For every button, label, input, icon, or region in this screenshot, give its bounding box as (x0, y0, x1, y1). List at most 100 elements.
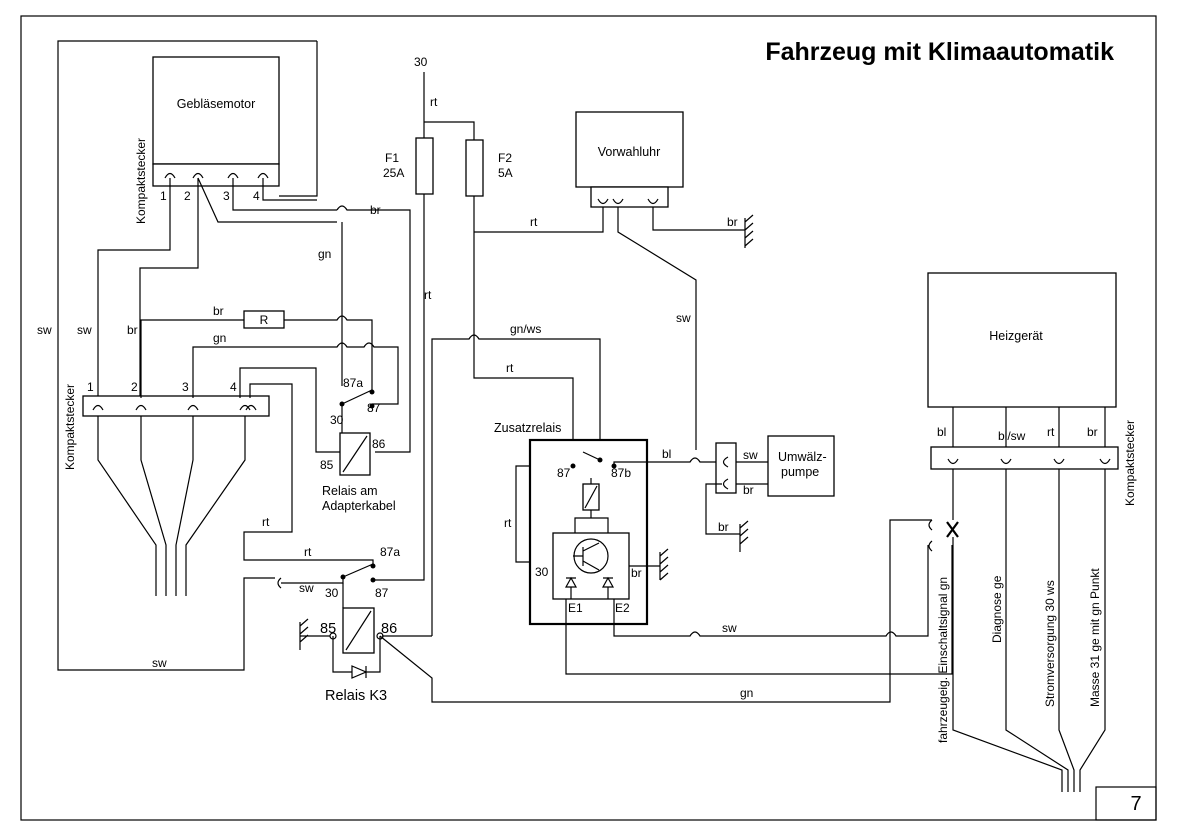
lower-pin-2: 2 (131, 380, 138, 394)
wire-br-to-resistor (140, 319, 244, 398)
harness-wire-3 (175, 416, 194, 596)
wire-rt-f1-to-87 (373, 194, 425, 581)
label-blsw-heater: bl/sw (998, 429, 1026, 443)
heater-connector-label: Kompaktstecker (1123, 420, 1137, 506)
label-sw-bottom: sw (152, 656, 167, 670)
page-frame (20, 15, 1157, 821)
wire-sw-pin1 (97, 178, 171, 398)
lower-pin-3-contact (187, 404, 199, 411)
label-sw-outer: sw (37, 323, 52, 337)
wire-br-pin3 (232, 178, 337, 211)
k3-30: 30 (325, 586, 339, 600)
blower-pin-4-contact (257, 172, 269, 179)
label-sw-30: sw (299, 581, 314, 595)
zusatzrelais-e1: E1 (568, 601, 583, 615)
blower-pin-3-contact (227, 172, 239, 179)
blower-connector-label: Kompaktstecker (134, 138, 148, 224)
relay-adapter-label-1: Relais am (322, 484, 378, 498)
wire-pin4-to-85 (239, 367, 340, 453)
label-br-heater: br (1087, 425, 1098, 439)
wire-rt-to-k3 (243, 383, 293, 561)
label-gnws: gn/ws (510, 322, 541, 336)
blower-pin-4: 4 (253, 189, 260, 203)
harness-wire-2 (140, 416, 167, 596)
wire-gn-e1 (565, 545, 953, 675)
blower-pin-1-contact (164, 172, 176, 179)
zusatzrelais-87b: 87b (611, 466, 631, 480)
signal-einschalt: fahrzeugeig. Einschaltsignal gn (936, 577, 950, 743)
blower-motor-label: Gebläsemotor (177, 97, 256, 111)
fuse-f1-name: F1 (385, 151, 399, 165)
pump-connector (715, 442, 737, 494)
label-rt-heater: rt (1047, 425, 1055, 439)
page-number: 7 (1130, 793, 1141, 815)
label-rt-f1: rt (424, 288, 432, 302)
lower-pin-4: 4 (230, 380, 237, 394)
label-sw-pin1: sw (77, 323, 92, 337)
zusatzrelais-30: 30 (535, 565, 549, 579)
harness-wire-4 (185, 416, 246, 596)
lower-pin-1: 1 (87, 380, 94, 394)
fuse-f2-name: F2 (498, 151, 512, 165)
heater-join-mark (946, 521, 959, 538)
wire-sw-vorwahl (617, 207, 697, 450)
wire-rt-to-vorwahluhr (474, 207, 604, 233)
k3-87: 87 (375, 586, 389, 600)
label-bl: bl (662, 447, 671, 461)
lower-pin-4-contact-b (245, 404, 257, 411)
blower-pin-2: 2 (184, 189, 191, 203)
harness-wire-1 (97, 416, 157, 596)
label-rt-30: rt (430, 95, 438, 109)
label-br-vorwahl: br (727, 215, 738, 229)
relay-adapter-86: 86 (372, 437, 386, 451)
vorwahluhr-label: Vorwahluhr (598, 145, 661, 159)
label-gn-pin3: gn (213, 331, 226, 345)
lower-pin-2-contact (135, 404, 147, 411)
terminal-30-top: 30 (414, 55, 428, 69)
wire-gn-k3-heater (379, 519, 932, 703)
label-br-top: br (370, 203, 381, 217)
label-br-resistor: br (213, 304, 224, 318)
wire-br-to-86 (336, 205, 411, 453)
page-title: Fahrzeug mit Klimaautomatik (765, 38, 1114, 66)
wire-br-pump-ground (705, 483, 740, 535)
wire-resistor-to-87a (284, 315, 373, 392)
ground-vorwahl (744, 214, 754, 248)
relay-adapter-30: 30 (330, 413, 344, 427)
lower-pin-1-contact (92, 404, 104, 411)
fuse-f1 (415, 137, 434, 195)
ground-pump (739, 520, 749, 552)
pump-label-1: Umwälz- (778, 450, 827, 464)
heater-label: Heizgerät (989, 329, 1043, 343)
zusatzrelais-87: 87 (557, 466, 571, 480)
heater-lead-2 (1005, 469, 1069, 792)
label-sw-pump: sw (743, 448, 758, 462)
k3-87a: 87a (380, 545, 400, 559)
blower-pin-2-contact (192, 172, 204, 179)
relay-adapter-label-2: Adapterkabel (322, 499, 396, 513)
zusatzrelais-switch (582, 451, 601, 461)
label-br-pin2: br (127, 323, 138, 337)
k3-label: Relais K3 (325, 688, 387, 704)
ground-zusatz (629, 548, 669, 581)
label-rt-f2: rt (506, 361, 514, 375)
pump-label-2: pumpe (781, 465, 819, 479)
blower-connector-strip (152, 163, 280, 187)
fuse-f2-rating: 5A (498, 166, 513, 180)
relay-adapter-87a: 87a (343, 376, 363, 390)
label-br-zusatz: br (631, 566, 642, 580)
wire-sw-blower-top (279, 41, 318, 197)
label-br-pumpground: br (718, 520, 729, 534)
wire-bl (613, 457, 722, 466)
relay-adapter-87: 87 (367, 401, 381, 415)
k3-86: 86 (381, 621, 397, 637)
label-rt-k3: rt (262, 515, 270, 529)
signal-stromversorgung: Stromversorgung 30 ws (1043, 580, 1057, 707)
heater-lead-1 (952, 537, 1063, 792)
label-gn-bottom: gn (740, 686, 753, 700)
label-bl-heater: bl (937, 425, 946, 439)
k3-85: 85 (320, 621, 336, 637)
wire-br-pin2 (139, 178, 199, 398)
label-sw-e2: sw (722, 621, 737, 635)
